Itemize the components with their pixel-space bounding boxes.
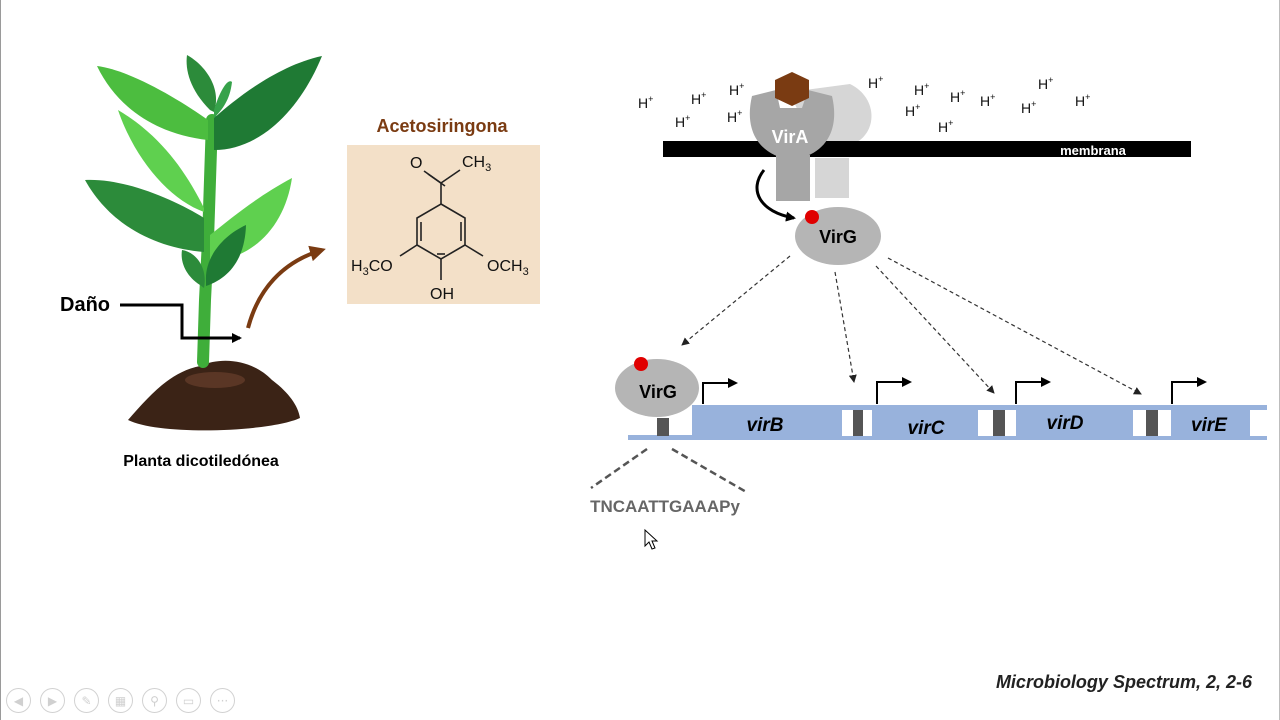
svg-text:H3CO: H3CO [351,258,393,278]
gene-virB: virB [747,415,784,436]
plant-caption: Planta dicotiledónea [123,453,279,470]
svg-text:H+: H+ [1075,92,1090,109]
slideshow-toolbar: ◀ ▶ ✎ ▦ ⚲ ▭ ··· [6,688,235,713]
svg-text:H+: H+ [729,81,744,98]
svg-text:H+: H+ [938,118,953,135]
gene-labels: virB virC virD virE [747,413,1229,439]
release-arrow [246,245,326,329]
zoom-button[interactable]: ⚲ [142,688,167,713]
vir-box-first [657,418,669,436]
virg-bound-label: VirG [639,382,677,402]
plant-stem [197,114,218,368]
subtitles-icon: ▭ [182,693,195,708]
svg-text:H+: H+ [675,113,690,130]
sequence-zoom-lines [590,447,749,495]
phosphorylation-arrow [755,169,796,222]
magnifier-icon: ⚲ [150,693,159,708]
svg-text:OH: OH [430,286,454,303]
leaf-top-center [186,55,217,112]
svg-text:H+: H+ [980,92,995,109]
subtitles-button[interactable]: ▭ [176,688,201,713]
svg-text:H+: H+ [638,94,653,111]
vir-box-end [1250,410,1267,436]
membrane-label: membrana [1060,143,1127,158]
vir-region [628,405,1267,440]
window-edge-left [0,0,1,720]
svg-text:H+: H+ [950,88,965,105]
virg-bound [615,359,699,417]
slides-grid-icon: ▦ [114,693,127,708]
gene-virE: virE [1191,415,1228,436]
leaf-middle-left [85,179,204,252]
activation-arrows [681,255,1142,395]
svg-text:O: O [410,155,422,172]
citation: Microbiology Spectrum, 2, 2-6 [995,672,1252,692]
protons: H+ H+ H+ H+ H+ H+ H+ H+ H+ H+ H+ H+ H+ H… [638,74,1090,135]
compound-atom-labels: O CH3 H3CO OCH3 OH [351,154,529,303]
plant-illustration [85,55,322,431]
promoter-arrows [702,377,1207,404]
svg-text:H+: H+ [691,90,706,107]
vir-box-sequence: TNCAATTGAAAPy [590,497,740,516]
previous-slide-button[interactable]: ◀ [6,688,31,713]
svg-text:OCH3: OCH3 [487,258,529,278]
acetosyringone-ligand [775,72,809,106]
leaf-middle-left-light [118,110,204,212]
chevron-right-icon: ▶ [47,693,58,708]
svg-text:H+: H+ [1021,99,1036,116]
chevron-left-icon: ◀ [13,693,24,708]
leaf-top-left [97,66,208,140]
virg-bound-phosphate [634,357,648,371]
svg-text:H+: H+ [868,74,883,91]
vira-label: VirA [772,127,809,147]
virg-active-label: VirG [819,227,857,247]
soil-highlight [185,372,245,388]
svg-text:H+: H+ [914,81,929,98]
svg-text:H+: H+ [1038,75,1053,92]
ellipsis-icon: ··· [216,693,229,708]
leaf-lower-right [205,225,246,286]
dna-line-left [628,435,698,440]
pen-button[interactable]: ✎ [74,688,99,713]
leaf-top-center-2 [214,81,232,118]
gene-virD: virD [1047,413,1084,434]
virg-phosphate [805,210,819,224]
damage-arrow [120,303,242,343]
mouse-cursor [644,528,659,550]
damage-label: Daño [60,294,110,316]
pen-icon: ✎ [81,693,92,708]
gene-virC: virC [908,418,945,439]
more-options-button[interactable]: ··· [210,688,235,713]
leaf-top-right [214,56,322,150]
compound-box [347,145,540,304]
leaf-lower-left [181,250,205,288]
next-slide-button[interactable]: ▶ [40,688,65,713]
svg-text:CH3: CH3 [462,154,491,174]
soil-mound [128,360,300,431]
compound-structure [399,169,484,280]
see-all-slides-button[interactable]: ▦ [108,688,133,713]
vira-receptor [749,72,835,201]
compound-title: Acetosiringona [376,116,508,136]
svg-text:H+: H+ [905,102,920,119]
svg-text:H+: H+ [727,108,742,125]
